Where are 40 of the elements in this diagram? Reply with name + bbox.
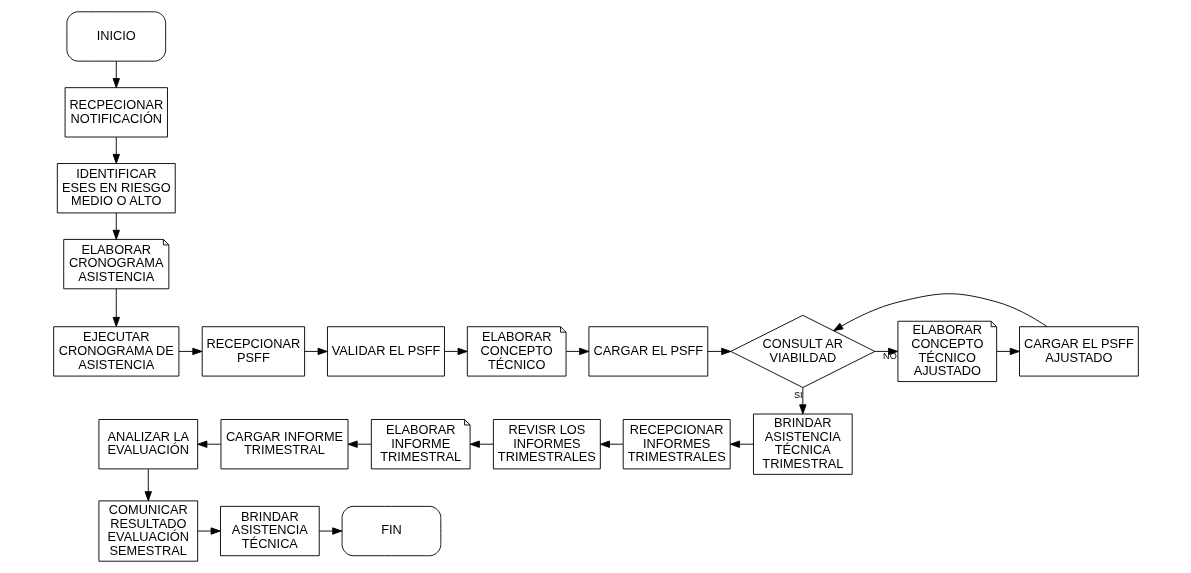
arrow xyxy=(112,288,120,327)
edge-label: NO xyxy=(882,350,897,361)
node-box: ANALIZAR LA EVALUACIÓN xyxy=(97,419,198,470)
node-box: RECPECIONAR NOTIFICACIÓN xyxy=(64,87,168,138)
node-box: IDENTIFICAR ESES EN RIESGO MEDIO O ALTO xyxy=(56,163,176,214)
arrow xyxy=(347,440,371,448)
arrow xyxy=(798,387,806,415)
arrow xyxy=(112,136,120,164)
arrow xyxy=(112,212,120,240)
node-box: VALIDAR EL PSFF xyxy=(326,326,445,377)
arrow xyxy=(565,347,589,356)
node-box: COMUNICAR RESULTADO EVALUACIÓN SEMESTRAL xyxy=(97,500,198,562)
node-box: BRINDAR ASISTENCIA TÉCNICA xyxy=(219,505,320,557)
arrow xyxy=(112,60,120,89)
node-box: FIN xyxy=(341,505,441,557)
node-box: CARGAR EL PSFF AJUSTADO xyxy=(1018,326,1139,377)
node-box: CARGAR EL PSFF xyxy=(587,326,708,377)
arrow xyxy=(443,347,468,356)
arrow xyxy=(318,527,342,535)
arrow xyxy=(303,347,328,356)
node-box: BRINDAR ASISTENCIA TÉCNICA TRIMESTRAL xyxy=(752,413,853,475)
arrow xyxy=(178,347,202,356)
node-box: CARGAR INFORME TRIMESTRAL xyxy=(220,419,348,470)
arrow xyxy=(995,347,1020,356)
arrow xyxy=(196,527,221,535)
node-diamond: CONSULT AR VIABILDAD xyxy=(729,314,875,388)
arrow xyxy=(196,440,221,448)
arrow xyxy=(599,440,623,448)
arrow xyxy=(873,347,898,356)
arrow xyxy=(706,347,731,356)
arrow xyxy=(832,293,1047,332)
node-box: INICIO xyxy=(65,11,166,62)
node-box: RECEPCIONAR PSFF xyxy=(201,326,305,377)
arrow xyxy=(469,440,494,448)
node-box: REVISR LOS INFORMES TRIMESTRALES xyxy=(492,419,601,470)
edge-label: SI xyxy=(793,390,803,401)
arrow xyxy=(144,468,152,502)
node-box: EJECUTAR CRONOGRAMA DE ASISTENCIA xyxy=(52,326,179,377)
node-box: RECEPCIONAR INFORMES TRIMESTRALES xyxy=(622,419,731,470)
arrow xyxy=(729,440,754,448)
